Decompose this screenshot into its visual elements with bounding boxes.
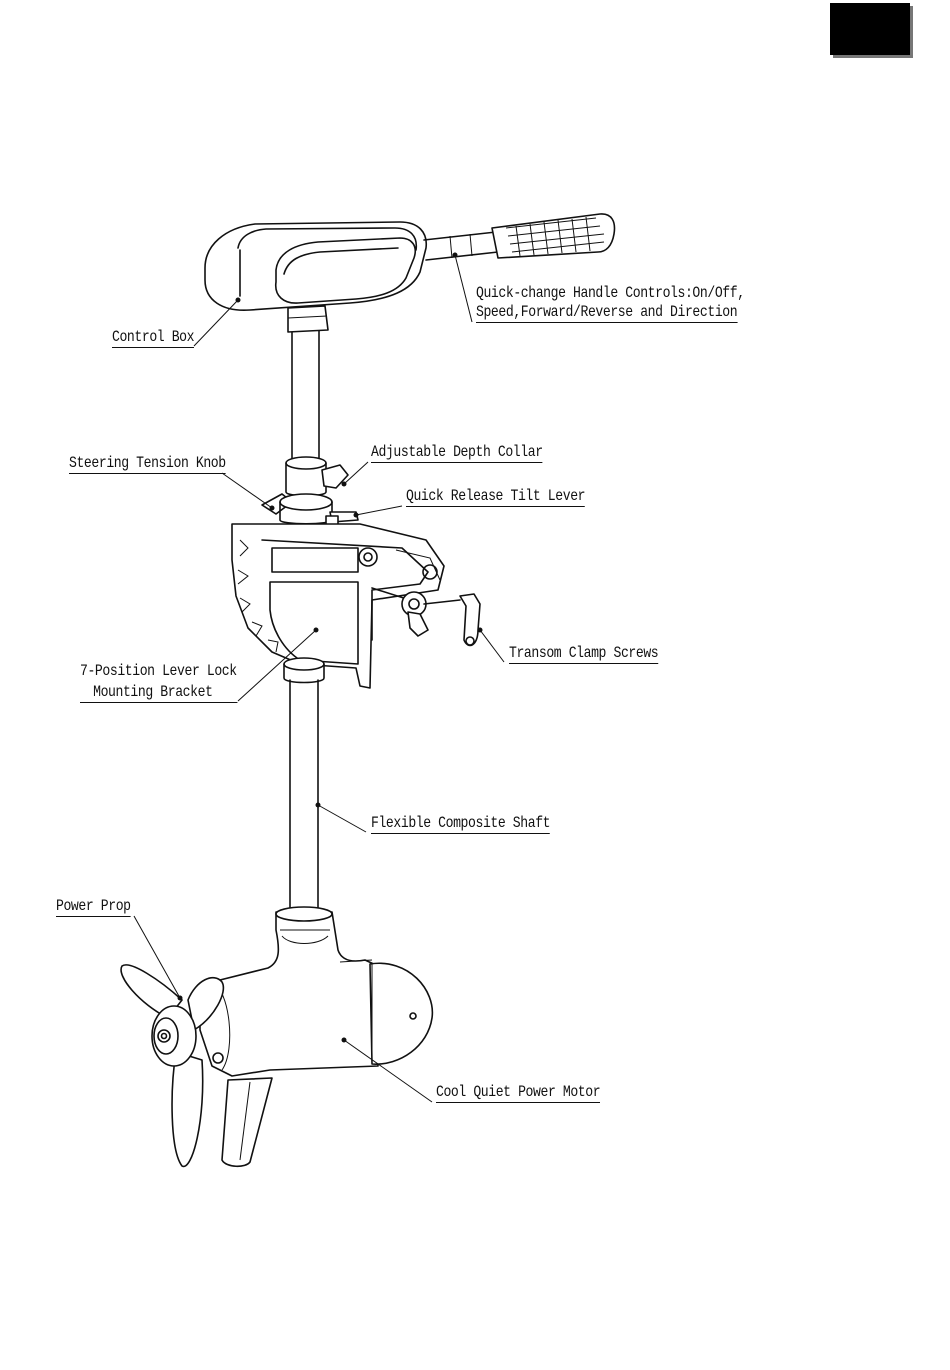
label-transom-clamp-screws: Transom Clamp Screws [509, 643, 658, 664]
control-box [205, 222, 426, 332]
depth-collar [286, 457, 348, 496]
label-handle-controls-line1: Quick-change Handle Controls:On/Off, [476, 283, 745, 303]
tiller-handle [424, 214, 614, 260]
power-prop-shape [121, 965, 223, 1167]
label-lever-lock-line2: Mounting Bracket [80, 682, 237, 703]
label-power-prop: Power Prop [56, 896, 131, 917]
label-control-box: Control Box [112, 327, 194, 348]
motor-skeg [222, 1078, 272, 1166]
flexible-composite-shaft [290, 680, 318, 912]
label-lever-lock-line1: 7-Position Lever Lock [80, 661, 237, 681]
shaft-lower-collar [284, 658, 324, 683]
label-adjustable-depth-collar: Adjustable Depth Collar [371, 442, 543, 463]
label-flexible-composite-shaft: Flexible Composite Shaft [371, 813, 550, 834]
label-handle-controls-line2: Speed,Forward/Reverse and Direction [476, 302, 737, 323]
motor-housing [200, 907, 432, 1076]
upper-shaft [292, 330, 319, 462]
label-cool-quiet-power-motor: Cool Quiet Power Motor [436, 1082, 600, 1103]
label-quick-release-tilt-lever: Quick Release Tilt Lever [406, 486, 585, 507]
label-steering-tension-knob: Steering Tension Knob [69, 453, 226, 474]
